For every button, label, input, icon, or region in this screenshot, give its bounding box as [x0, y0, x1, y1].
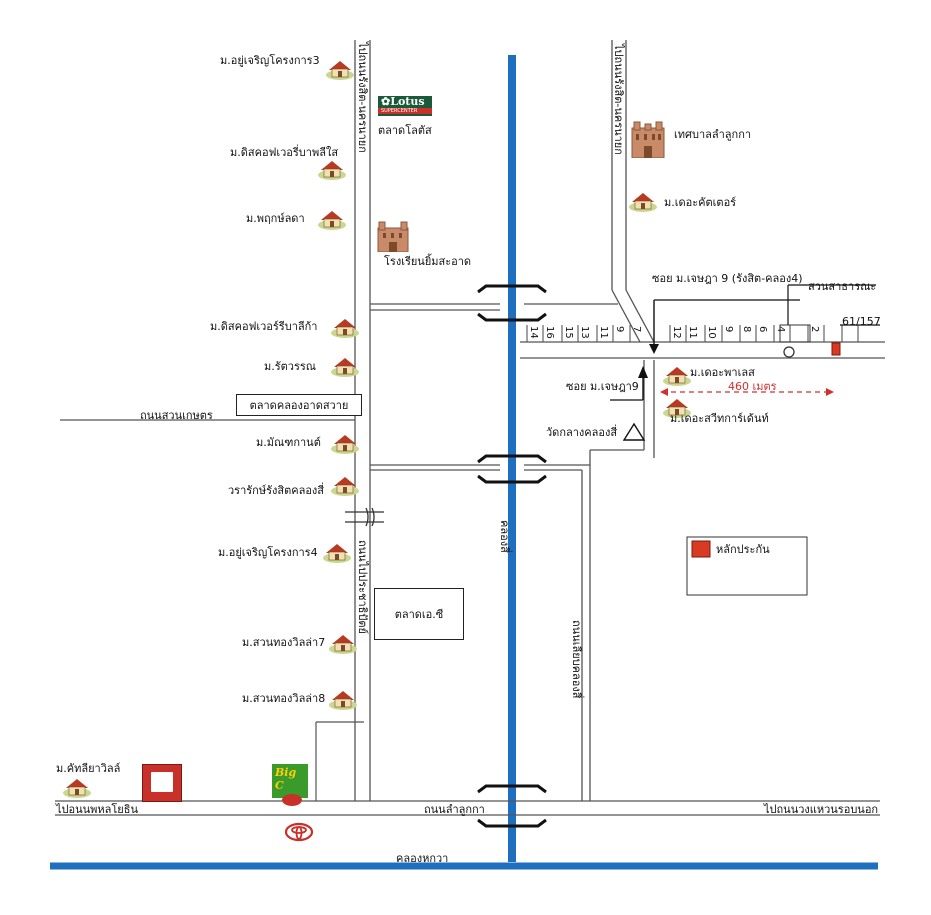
soi-number-label: 16 [544, 326, 555, 339]
soi-number-label: 13 [579, 326, 590, 339]
soi-jesada-9-small-label: ซอย ม.เจษฎา9 [566, 380, 639, 393]
soi-number-label: 2 [809, 326, 820, 333]
soi-number-label: 6 [757, 326, 768, 333]
rangsit-road-right-label: ไปถนนรังสิต-นครนายก [612, 44, 625, 155]
house-icon [318, 211, 346, 230]
soi-number-label: 12 [671, 326, 682, 339]
big-c-logo: Big C [272, 764, 308, 806]
rangsit-road-left-label: ไปถนนรังสิต-นครนายก [356, 42, 369, 153]
soi-number-label: 14 [528, 326, 539, 339]
lamlukka-road-label: ถนนลำลูกกา [424, 803, 485, 816]
soi-number-label: 9 [614, 326, 625, 333]
house-icon [331, 435, 359, 454]
temple-triangle-icon [622, 422, 646, 441]
house-icon [663, 399, 691, 418]
house-icon [63, 779, 91, 798]
soi-number-label: 11 [598, 326, 609, 339]
wat-klang-klong-si-label: วัดกลางคลองสี่ [546, 426, 618, 439]
villa-4-label: ม.อยู่เจริญโครงการ4 [218, 546, 318, 559]
house-icon [329, 691, 357, 710]
collateral-label: หลักประกัน [716, 543, 770, 556]
soi-number-label: 4 [775, 326, 786, 333]
lotus-market-label: ตลาดโลตัส [378, 124, 432, 137]
house-icon [331, 358, 359, 377]
warak-label: วรารักษ์รังสิตคลองสี่ [228, 484, 325, 497]
lotus-logo: ✿Lotus SUPERCENTER [378, 96, 432, 116]
suanthong-8-label: ม.สวนทองวิลล่า8 [242, 692, 326, 705]
soi-number-label: 8 [741, 326, 752, 333]
soi-number-label: 7 [631, 326, 642, 333]
public-park-label: สวนสาธารณะ [808, 280, 877, 293]
soi-jesada-9-label: ซอย ม.เจษฎา 9 (รังสิต-คลอง4) [652, 272, 803, 285]
house-icon [323, 544, 351, 563]
the-palace-label: ม.เดอะพาเลส [690, 366, 755, 379]
ratwaran-label: ม.รัตวรรณ [264, 360, 316, 373]
house-icon [318, 161, 346, 180]
house-icon [329, 635, 357, 654]
prachathipat-road-label: ถนนไปประชาธิปัตย์ [356, 540, 369, 634]
house-icon [331, 477, 359, 496]
klong-market-box: ตลาดคลองอาดสวาย [236, 394, 362, 416]
house-icon [629, 193, 657, 212]
mantha-label: ม.มัณฑกานต์ [256, 436, 321, 449]
homepro-logo [142, 764, 182, 802]
klong-si-side-road-label: ถนนเลียบคลองสี่ [570, 620, 583, 699]
phahonyothin-road-label: ไปอนนพหลโยธิน [56, 803, 138, 816]
soi-number-label: 10 [706, 326, 717, 339]
ac-market-box: ตลาดเอ.ซี [374, 588, 464, 640]
soi-number-label: 9 [723, 326, 734, 333]
discovery-1-label: ม.ดิสคอฟเวอรี่บาพลีใส [230, 146, 339, 159]
address-label: 61/157 [842, 315, 881, 328]
suanthong-7-label: ม.สวนทองวิลล่า7 [242, 636, 326, 649]
klong-si-label: คลองสี่ [498, 520, 511, 553]
outer-ring-road-label: ไปถนนวงแหวนรอบนอก [764, 803, 879, 816]
the-cutter-label: ม.เดอะคัตเตอร์ [664, 196, 737, 209]
house-icon [331, 319, 359, 338]
school-building-icon [377, 221, 409, 252]
school-label: โรงเรียนยิ้มสะอาด [384, 255, 472, 268]
toyota-logo-icon [284, 822, 314, 842]
house-icon [326, 61, 354, 80]
klong-hokwa-label: คลองหกวา [396, 852, 449, 865]
lamlukka-municipality-label: เทศบาลลำลูกกา [674, 128, 752, 141]
municipality-building-icon [631, 121, 665, 158]
soi-number-label: 15 [563, 326, 574, 339]
villa-3-label: ม.อยู่เจริญโครงการ3 [220, 54, 320, 67]
distance-label: 460 เมตร [728, 380, 777, 393]
house-icon [663, 367, 691, 386]
phruklada-label: ม.พฤกษ์ลดา [246, 212, 305, 225]
suan-kaset-road-label: ถนนสวนเกษตร [140, 409, 213, 422]
kattiya-label: ม.คัทลียาวิลล์ [56, 762, 121, 775]
discovery-2-label: ม.ดิสคอฟเวอร์รีบาลีก้า [210, 320, 318, 333]
soi-number-label: 11 [687, 326, 698, 339]
sweet-garden-label: ม.เดอะสวีทการ์เด้นท์ [670, 412, 769, 425]
